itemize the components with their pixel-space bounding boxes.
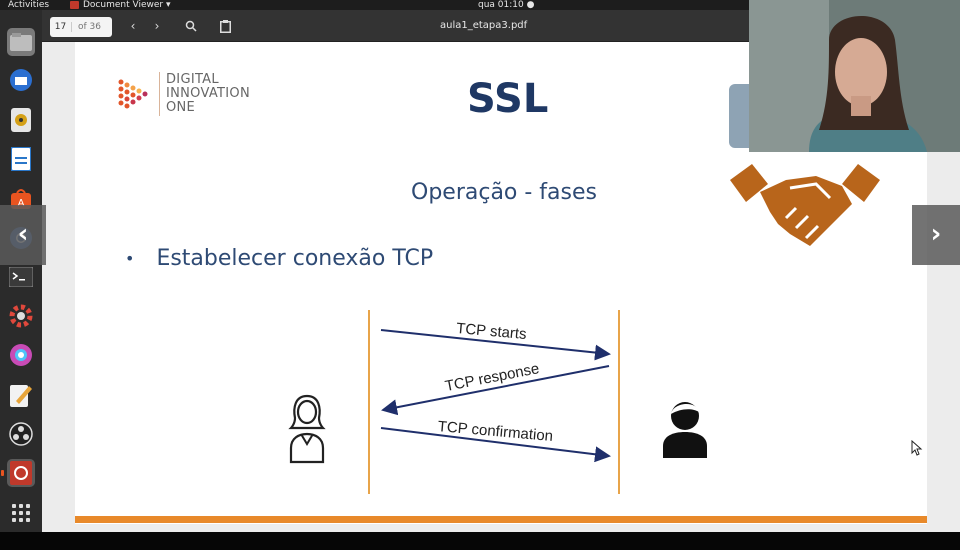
clipboard-icon: [219, 20, 231, 33]
woman-user-icon: [288, 394, 326, 464]
activities-button[interactable]: Activities: [8, 0, 50, 10]
obs-icon[interactable]: [7, 420, 35, 448]
tcp-confirmation-label: TCP confirmation: [437, 418, 554, 445]
clock[interactable]: qua 01:10 ●: [478, 0, 535, 10]
search-icon: [185, 20, 197, 32]
chevron-left-icon: ‹: [17, 219, 29, 249]
total-pages: of 36: [78, 22, 101, 32]
show-apps-icon[interactable]: [7, 499, 35, 527]
slide-subtitle: Operação - fases: [411, 180, 597, 205]
handshake-icon: [730, 164, 880, 246]
bullet-text: Estabelecer conexão TCP: [156, 246, 434, 271]
chevron-right-icon: ›: [930, 219, 942, 249]
spotify-icon[interactable]: [7, 341, 35, 369]
chevron-right-icon: ›: [154, 19, 160, 33]
editor-icon[interactable]: [7, 381, 35, 409]
app-menu[interactable]: Document Viewer ▾: [70, 0, 170, 10]
files-icon[interactable]: [7, 28, 35, 56]
slide-footer-stripe: [75, 516, 927, 523]
tcp-starts-arrow: [380, 329, 611, 361]
page-number-field[interactable]: 17 of 36: [50, 17, 112, 37]
thunderbird-icon[interactable]: [7, 66, 35, 94]
slide-decoration: [729, 84, 749, 148]
server-user-icon: [663, 402, 707, 458]
document-viewer-icon[interactable]: [1, 459, 35, 487]
previous-page-button[interactable]: ‹: [124, 17, 142, 35]
next-page-button[interactable]: ›: [148, 17, 166, 35]
tcp-response-label: TCP response: [444, 360, 541, 395]
bullet-dot-icon: •: [125, 249, 135, 268]
previous-slide-button[interactable]: ‹: [0, 205, 46, 265]
search-button[interactable]: [182, 17, 200, 35]
app-menu-label: Document Viewer ▾: [83, 0, 171, 10]
bullet-item: • Estabelecer conexão TCP: [125, 246, 433, 271]
tcp-starts-label: TCP starts: [455, 320, 527, 343]
webcam-overlay: [749, 0, 960, 152]
slide-title: SSL: [467, 76, 549, 122]
document-viewer-icon: [70, 1, 79, 9]
current-page[interactable]: 17: [50, 22, 72, 32]
system-top-bar: Activities Document Viewer ▾ qua 01:10 ●: [0, 0, 960, 10]
logo-line-1: DIGITAL: [166, 72, 219, 87]
dio-logo-mark-icon: [118, 79, 148, 109]
bottom-black-bar: [0, 532, 960, 550]
svg-text:A: A: [18, 198, 25, 209]
chevron-left-icon: ‹: [130, 19, 136, 33]
tcp-confirmation-arrow: [380, 427, 611, 463]
clipboard-button[interactable]: [216, 17, 234, 35]
mouse-cursor-icon: [911, 440, 923, 456]
document-title: aula1_etapa3.pdf: [440, 20, 528, 31]
logo-text: DIGITAL INNOVATION ONE: [166, 73, 250, 115]
logo-line-2: INNOVATION: [166, 86, 250, 101]
dio-logo: DIGITAL INNOVATION ONE: [115, 72, 250, 116]
next-slide-button[interactable]: ›: [912, 205, 960, 265]
tcp-response-arrow: [381, 365, 610, 416]
writer-icon[interactable]: [7, 145, 35, 173]
settings-icon[interactable]: [7, 302, 35, 330]
logo-line-3: ONE: [166, 100, 196, 115]
presenter-video: [749, 0, 960, 152]
tcp-handshake-diagram: TCP starts TCP response TCP confirmation: [288, 310, 707, 494]
logo-divider: [159, 72, 160, 116]
rhythmbox-icon[interactable]: [7, 106, 35, 134]
dock: A: [0, 10, 42, 532]
terminal-icon[interactable]: [7, 263, 35, 291]
